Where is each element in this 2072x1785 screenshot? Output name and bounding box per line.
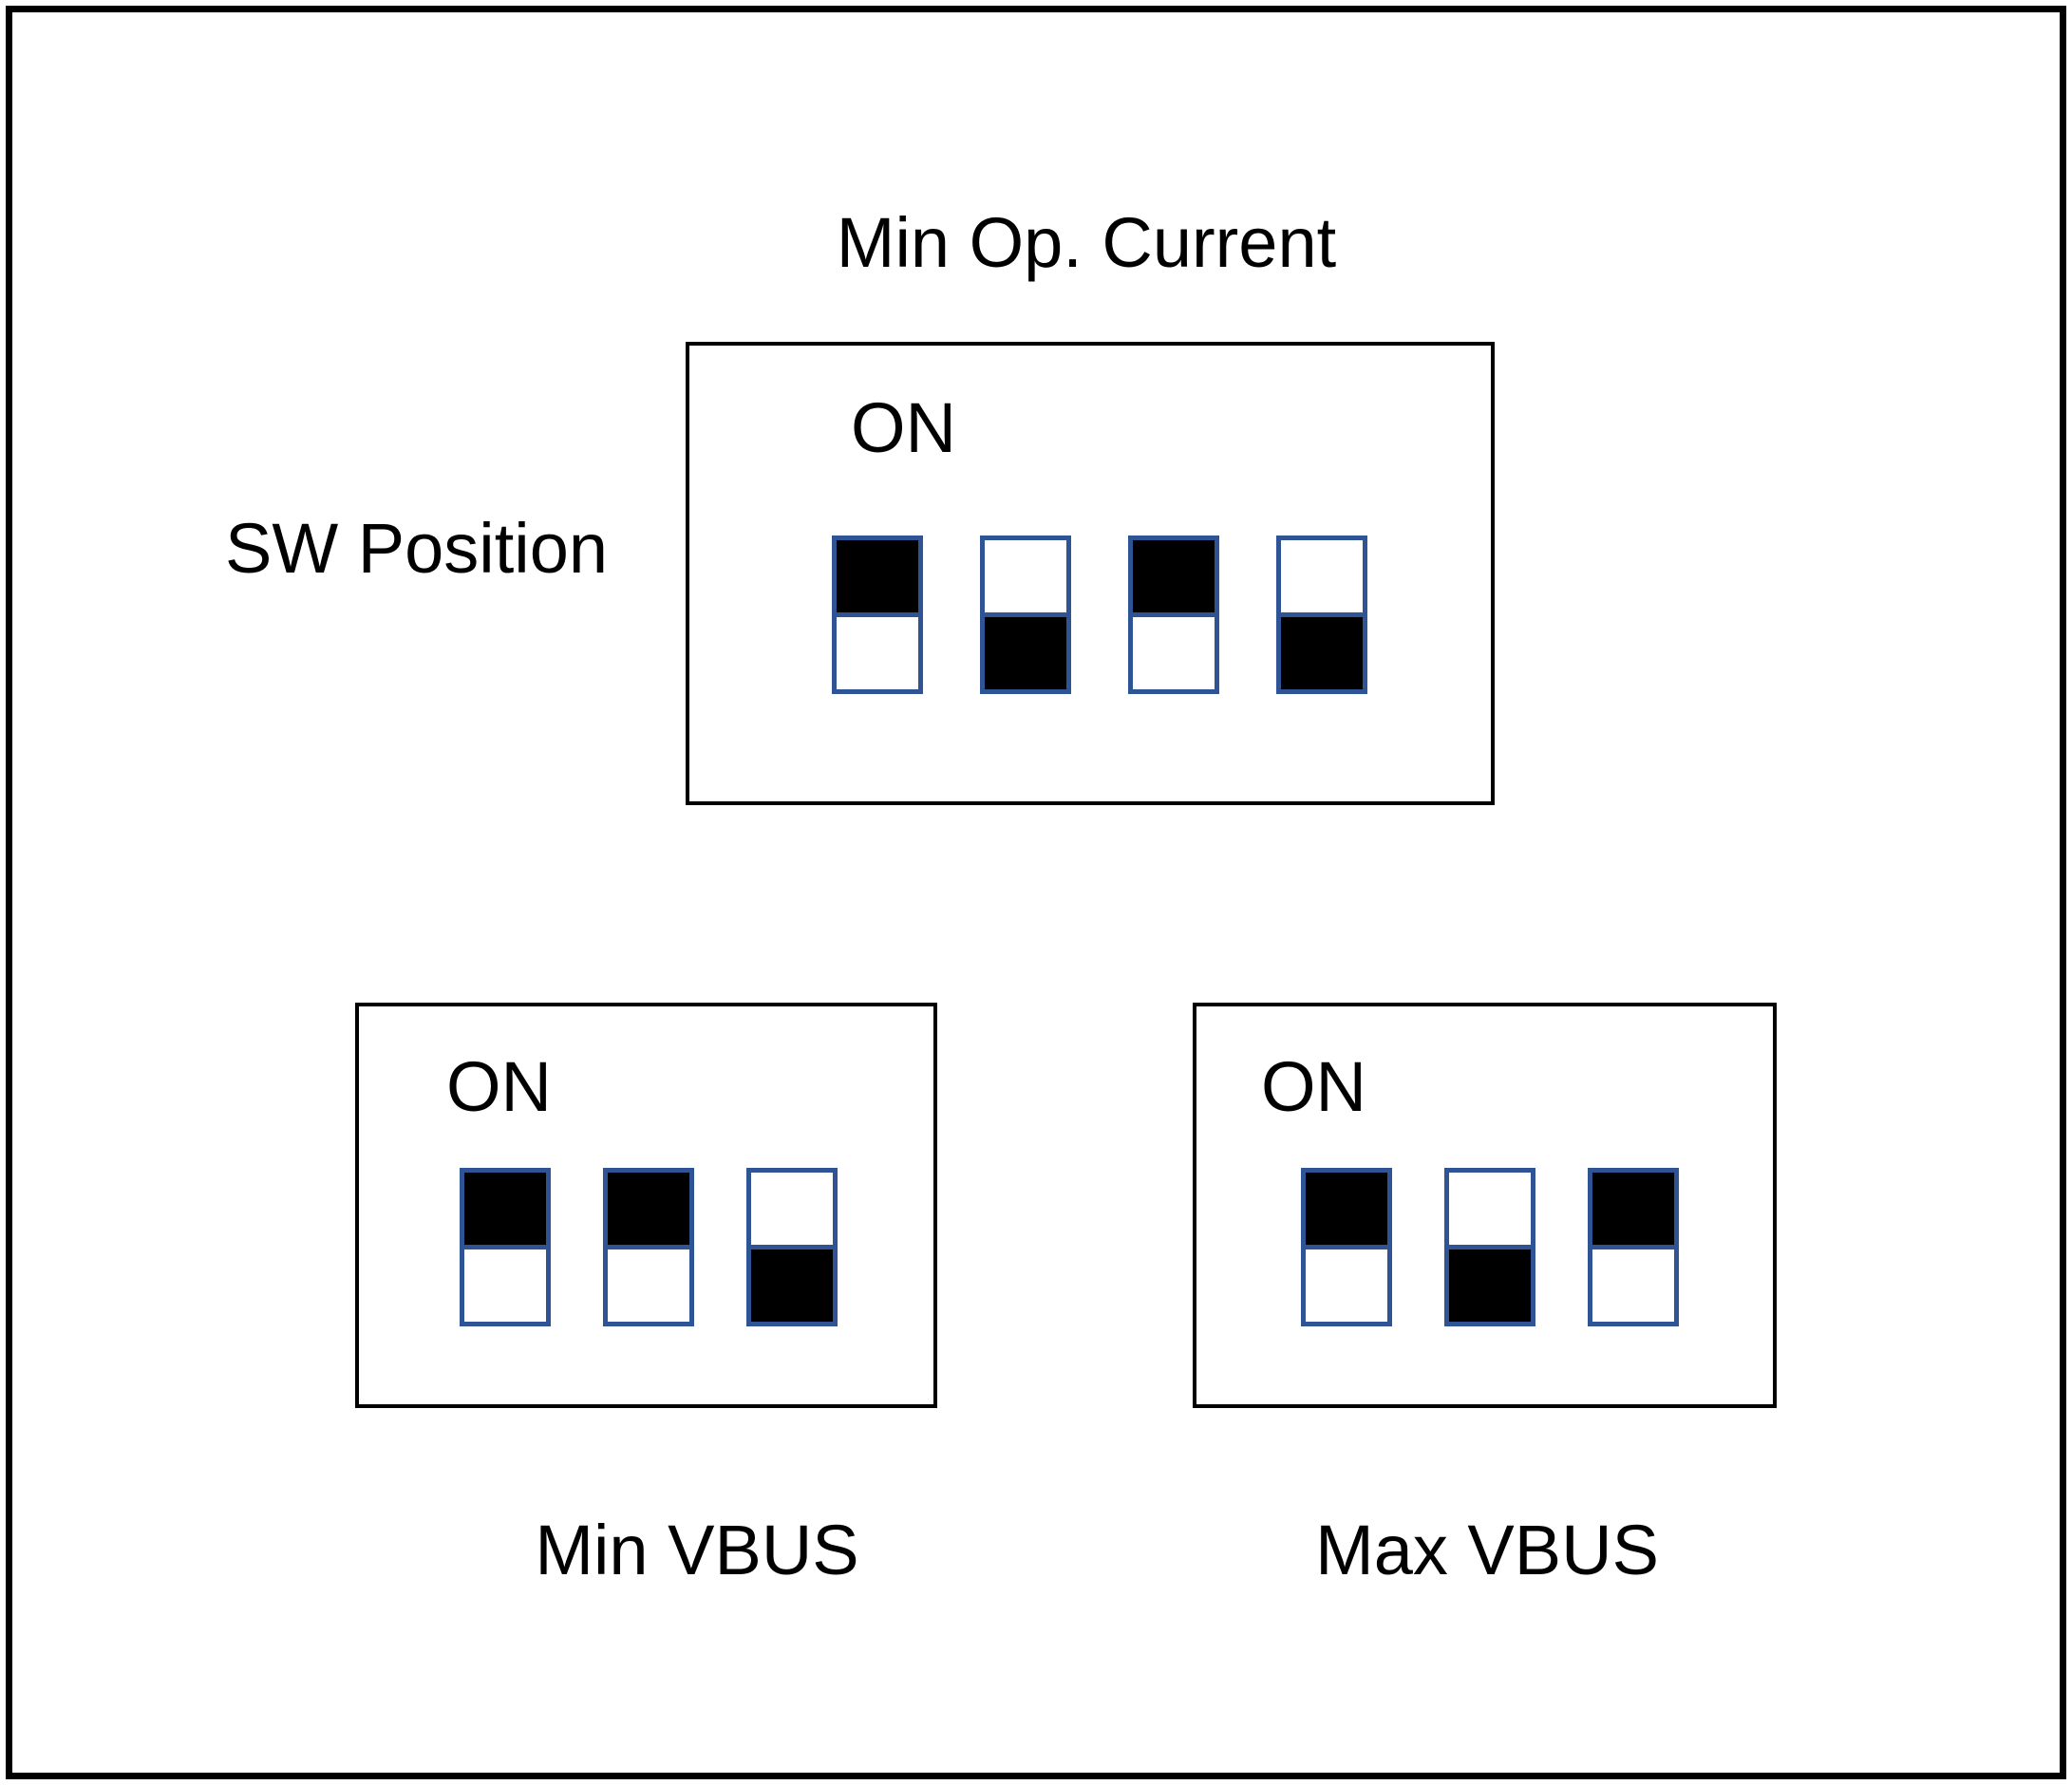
dip-switch-off <box>746 1168 838 1326</box>
switch-bottom-cell <box>1281 617 1363 689</box>
switch-top-cell <box>1306 1173 1387 1250</box>
max-vbus-label: Max VBUS <box>1315 1511 1659 1589</box>
switch-top-cell <box>751 1173 833 1250</box>
switch-top-cell <box>1449 1173 1531 1250</box>
switch-top-cell <box>985 540 1066 617</box>
dip-switch-off <box>980 536 1071 694</box>
switch-top-cell <box>837 540 918 617</box>
dip-switch-on <box>832 536 923 694</box>
on-label: ON <box>1261 1047 1366 1126</box>
dip-switch-off <box>1444 1168 1535 1326</box>
switch-bottom-cell <box>751 1250 833 1322</box>
switch-top-cell <box>608 1173 689 1250</box>
dip-switch-on <box>1588 1168 1679 1326</box>
switch-top-cell <box>1281 540 1363 617</box>
dip-switch-row <box>1301 1168 1679 1326</box>
dip-switch-on <box>1128 536 1219 694</box>
dip-switch-row <box>832 536 1367 694</box>
on-label: ON <box>446 1047 552 1126</box>
panel-min-op-current: ON <box>686 342 1495 805</box>
switch-bottom-cell <box>608 1250 689 1322</box>
sw-position-label: SW Position <box>225 509 609 588</box>
switch-bottom-cell <box>1133 617 1215 689</box>
switch-top-cell <box>1133 540 1215 617</box>
on-label: ON <box>851 388 956 467</box>
switch-bottom-cell <box>837 617 918 689</box>
switch-bottom-cell <box>464 1250 546 1322</box>
dip-switch-on <box>460 1168 551 1326</box>
min-vbus-label: Min VBUS <box>535 1511 859 1589</box>
switch-bottom-cell <box>1449 1250 1531 1322</box>
outer-frame <box>6 6 2066 1779</box>
diagram-title: Min Op. Current <box>836 203 1337 282</box>
panel-max-vbus: ON <box>1193 1003 1777 1408</box>
switch-bottom-cell <box>985 617 1066 689</box>
switch-bottom-cell <box>1306 1250 1387 1322</box>
dip-switch-on <box>1301 1168 1392 1326</box>
panel-min-vbus: ON <box>355 1003 937 1408</box>
switch-top-cell <box>464 1173 546 1250</box>
dip-switch-on <box>603 1168 694 1326</box>
switch-top-cell <box>1592 1173 1674 1250</box>
dip-switch-row <box>460 1168 838 1326</box>
switch-bottom-cell <box>1592 1250 1674 1322</box>
dip-switch-off <box>1276 536 1367 694</box>
